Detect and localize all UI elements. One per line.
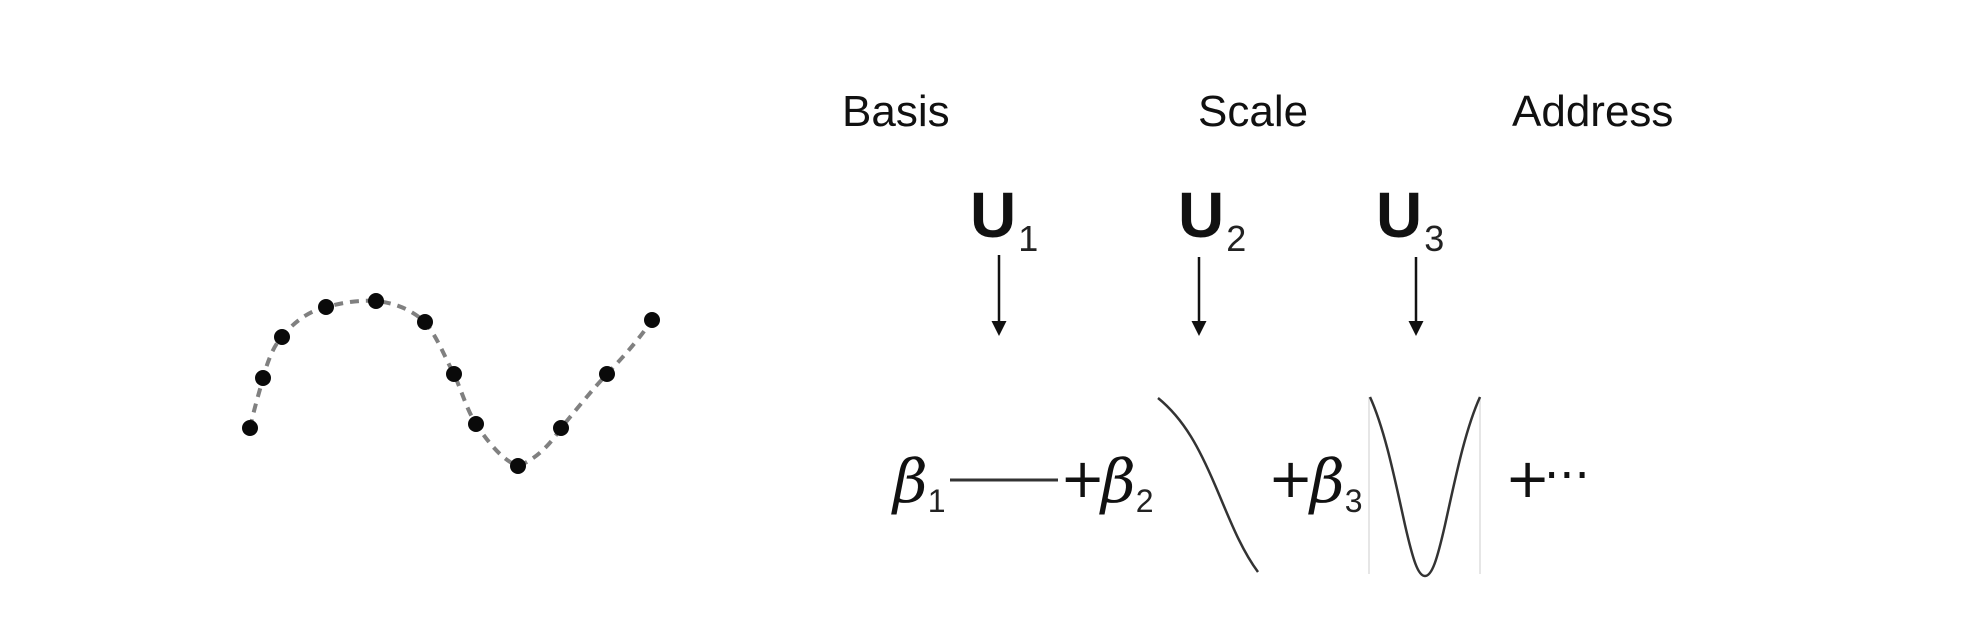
data-point: [468, 416, 484, 432]
data-point: [417, 314, 433, 330]
data-points: [242, 293, 660, 474]
beta-3: β3: [1308, 447, 1362, 519]
data-point: [255, 370, 271, 386]
u3-label: U3: [1376, 179, 1444, 259]
data-point: [318, 299, 334, 315]
beta-2: β2: [1099, 447, 1153, 519]
header-basis: Basis: [842, 87, 950, 136]
data-point: [553, 420, 569, 436]
basis-expansion: β1 + β2 + β3 + ···: [891, 396, 1590, 578]
plus-sign-2: +: [1268, 447, 1313, 510]
dashed-curve-line: [248, 298, 654, 469]
data-point: [510, 458, 526, 474]
u1-label: U1: [970, 179, 1038, 259]
u-labels: U1 U2 U3: [970, 179, 1444, 259]
data-point: [242, 420, 258, 436]
header-labels: Basis Scale Address: [842, 87, 1673, 136]
bump-basis-curve: [1368, 396, 1482, 578]
header-address: Address: [1512, 87, 1673, 136]
ellipsis: ···: [1544, 448, 1590, 504]
beta-1: β1: [891, 447, 945, 519]
sample-curve: [242, 293, 660, 474]
u2-label: U2: [1178, 179, 1246, 259]
data-point: [599, 366, 615, 382]
plus-sign-3: +: [1505, 447, 1550, 510]
down-arrows: [991, 255, 1424, 336]
plus-sign-1: +: [1060, 447, 1105, 510]
data-point: [644, 312, 660, 328]
data-point: [446, 366, 462, 382]
data-point: [274, 329, 290, 345]
header-scale: Scale: [1198, 87, 1308, 136]
data-point: [368, 293, 384, 309]
sigmoid-basis-curve: [1157, 397, 1260, 573]
